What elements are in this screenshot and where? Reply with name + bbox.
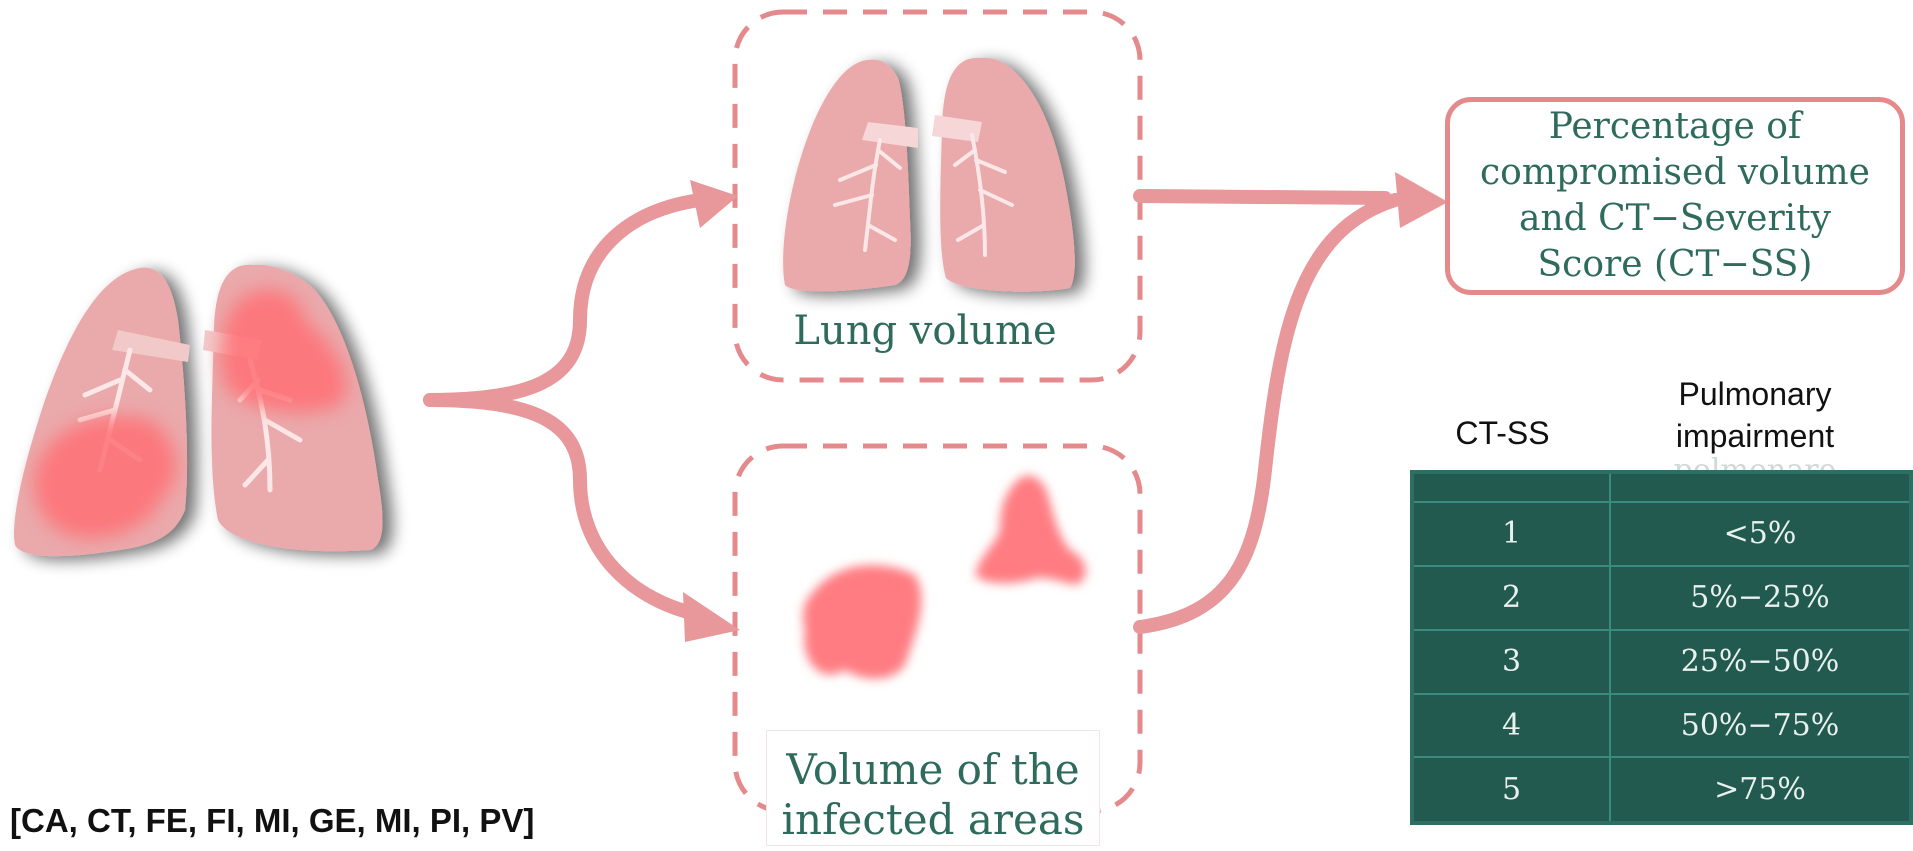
range-cell: 5%−25%	[1610, 566, 1911, 630]
result-label: Percentage of compromised volume and CT−…	[1465, 104, 1885, 288]
range-cell: 50%−75%	[1610, 694, 1911, 758]
range-cell: >75%	[1610, 757, 1911, 823]
score-cell: 4	[1412, 694, 1610, 758]
split-arrows	[430, 196, 1395, 627]
result-box: Percentage of compromised volume and CT−…	[1445, 97, 1905, 295]
infected-volume-label: Volume of the infected areas	[766, 730, 1100, 846]
table-row-header-band	[1412, 472, 1911, 502]
table-ghost-text: polmonare	[1605, 456, 1905, 470]
table-cell	[1412, 472, 1610, 502]
infected-patches-icon	[803, 476, 1086, 679]
lungs-icon	[783, 58, 1075, 292]
lungs-infected-icon	[14, 265, 382, 556]
table-header-impairment: Pulmonary impairment	[1605, 373, 1905, 457]
score-cell: 5	[1412, 757, 1610, 823]
score-cell: 3	[1412, 630, 1610, 694]
table-row: 1<5%	[1412, 502, 1911, 566]
lung-volume-label: Lung volume	[740, 308, 1110, 354]
score-cell: 1	[1412, 502, 1610, 566]
table-header-score: CT-SS	[1410, 415, 1595, 452]
range-cell: 25%−50%	[1610, 630, 1911, 694]
table-row: 5>75%	[1412, 757, 1911, 823]
table-cell	[1610, 472, 1911, 502]
score-cell: 2	[1412, 566, 1610, 630]
references-label: [CA, CT, FE, FI, MI, GE, MI, PI, PV]	[10, 802, 534, 840]
range-cell: <5%	[1610, 502, 1911, 566]
